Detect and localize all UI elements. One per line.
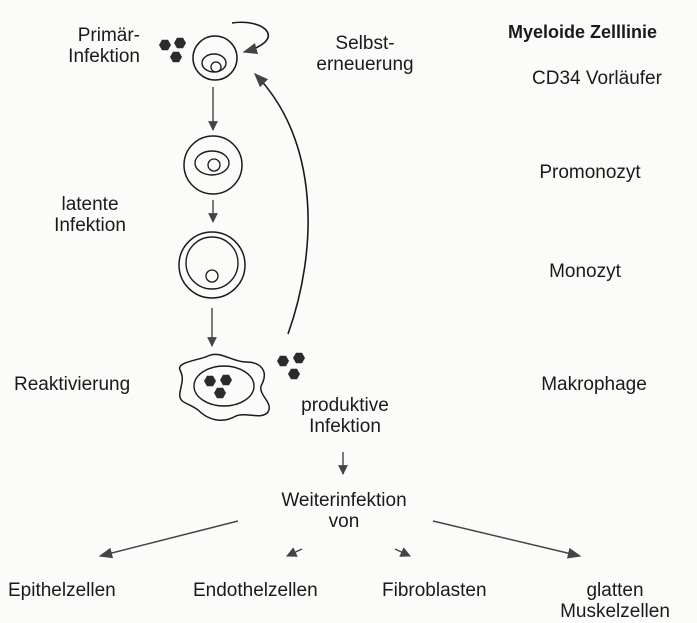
productive-infection-line2: Infektion — [285, 416, 405, 437]
virus-cluster-productive — [277, 353, 305, 379]
cell-macrophage — [180, 354, 270, 420]
arrow-to-smooth-muscle — [433, 521, 580, 556]
cell-cd34-progenitor — [193, 36, 237, 80]
latent-infection-label: latente Infektion — [35, 194, 145, 236]
latent-infection-line1: latente — [35, 194, 145, 215]
arrow-to-endothelial — [287, 549, 302, 556]
cell-promonocyte — [184, 136, 242, 194]
further-infection-line1: Weiterinfektion — [244, 490, 444, 511]
arrow-to-fibroblasts — [395, 549, 410, 556]
target-smooth-muscle-line1: glatten — [535, 580, 695, 601]
lineage-stage-promonocyte: Promonozyt — [490, 162, 690, 183]
further-infection-label: Weiterinfektion von — [244, 490, 444, 532]
productive-infection-line1: produktive — [285, 395, 405, 416]
self-renewal-label: Selbst- erneuerung — [305, 33, 425, 75]
cell-monocyte — [179, 232, 245, 298]
lineage-title: Myeloide Zelllinie — [508, 22, 657, 43]
primary-infection-label: Primär- Infektion — [30, 25, 140, 67]
self-renewal-line2: erneuerung — [305, 54, 425, 75]
reactivation-return-arrow — [255, 74, 308, 334]
target-epithelial: Epithelzellen — [8, 580, 116, 601]
primary-infection-line1: Primär- — [30, 25, 140, 46]
primary-infection-line2: Infektion — [30, 46, 140, 67]
target-endothelial: Endothelzellen — [193, 580, 318, 601]
lineage-stage-macrophage: Makrophage — [494, 374, 694, 395]
reactivation-label: Reaktivierung — [14, 374, 130, 395]
self-renewal-arrow — [232, 22, 268, 52]
self-renewal-line1: Selbst- — [305, 33, 425, 54]
productive-infection-label: produktive Infektion — [285, 395, 405, 437]
lineage-stage-monocyte: Monozyt — [485, 261, 685, 282]
latent-infection-line2: Infektion — [35, 215, 145, 236]
arrow-to-epithelial — [100, 521, 238, 556]
virus-cluster-primary — [159, 38, 186, 62]
lineage-stage-cd34: CD34 Vorläufer — [497, 68, 697, 89]
target-smooth-muscle-line2: Muskelzellen — [535, 601, 695, 622]
target-fibroblasts: Fibroblasten — [382, 580, 487, 601]
further-infection-line2: von — [244, 511, 444, 532]
target-smooth-muscle: glatten Muskelzellen — [535, 580, 695, 622]
